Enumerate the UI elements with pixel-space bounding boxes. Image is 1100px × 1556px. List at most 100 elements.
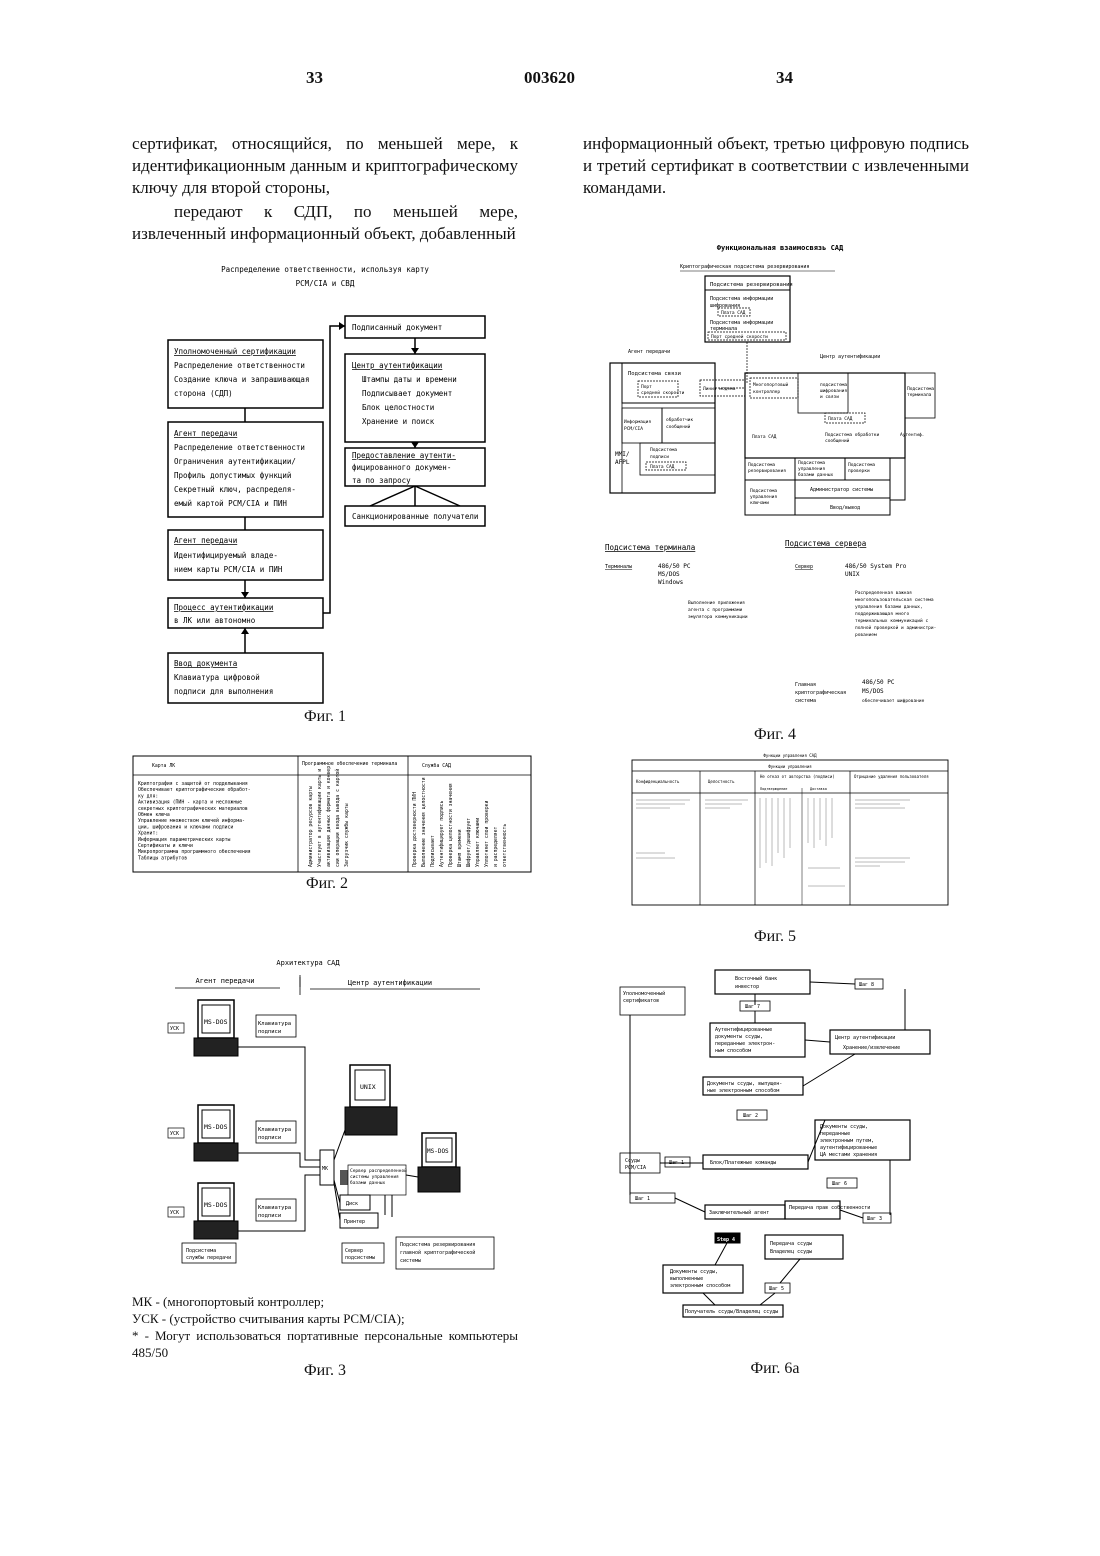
figure-4: Функциональная взаимосвязь САД Криптогра… <box>600 238 950 748</box>
svg-text:Плата САД: Плата САД <box>828 416 853 422</box>
svg-text:Штампы даты и времени: Штампы даты и времени <box>362 375 457 384</box>
svg-text:MS/DOS: MS/DOS <box>862 688 884 695</box>
svg-text:ные электронным способом: ные электронным способом <box>707 1087 779 1094</box>
fig2-col1-row: Обеспечивает криптографические обработ- <box>138 786 251 793</box>
svg-text:Заключительный агент: Заключительный агент <box>709 1210 769 1216</box>
fig3-notes: МК - (многопортовый контроллер; УСК - (у… <box>132 1293 518 1361</box>
svg-text:Распределение ответственности: Распределение ответственности <box>174 443 305 452</box>
figure-6a: Восточный банк инвестор Шаг 8 Шаг 7 Упол… <box>615 965 960 1385</box>
svg-text:Информация: Информация <box>624 419 651 425</box>
svg-text:Клавиатура цифровой: Клавиатура цифровой <box>174 673 260 682</box>
svg-text:ключами: ключами <box>750 501 769 506</box>
svg-text:Сервер: Сервер <box>345 1248 363 1254</box>
fig2-col2-row: Участвует в аутентификации карты и <box>317 769 323 867</box>
svg-text:емый картой PCM/CIA и ПИН: емый картой PCM/CIA и ПИН <box>174 499 287 508</box>
svg-text:Сервер распределенной: Сервер распределенной <box>350 1168 407 1174</box>
svg-text:Распределение ответственности: Распределение ответственности <box>174 361 305 370</box>
svg-text:486/50 PC: 486/50 PC <box>862 679 895 686</box>
svg-text:система: система <box>795 698 816 704</box>
svg-text:сторона (СДП): сторона (СДП) <box>174 389 233 398</box>
svg-text:УСК: УСК <box>170 1026 179 1032</box>
svg-text:поддерживающая много: поддерживающая много <box>855 612 909 617</box>
svg-text:Подсистема обработки: Подсистема обработки <box>825 431 879 438</box>
svg-text:Многопортовый: Многопортовый <box>753 382 789 388</box>
svg-text:электронным путем,: электронным путем, <box>820 1138 874 1144</box>
svg-text:MMI/: MMI/ <box>615 451 630 458</box>
svg-text:Получатель ссуды/Владелец ссуд: Получатель ссуды/Владелец ссуды <box>685 1309 778 1315</box>
svg-text:Аутентифицированные: Аутентифицированные <box>715 1027 772 1033</box>
figure-2: Карта ЛК Программное обеспечение термина… <box>132 755 532 925</box>
fig3-mk: МК <box>322 1166 328 1172</box>
svg-text:Центр аутентификации: Центр аутентификации <box>835 1035 895 1041</box>
fig2-col1-row: Таблицы атрибутов <box>138 854 187 861</box>
fig5-title: Функции управления САД <box>764 753 818 758</box>
svg-text:аутентифицированные: аутентифицированные <box>820 1145 877 1151</box>
svg-text:Центр аутентификации: Центр аутентификации <box>820 354 880 360</box>
svg-text:Шаг 1: Шаг 1 <box>635 1196 650 1202</box>
svg-text:подписи: подписи <box>258 1135 281 1141</box>
fig1-provide-title: Предоставление аутенти- <box>352 451 456 460</box>
fig1-agent1-title: Агент передачи <box>174 429 237 438</box>
svg-text:та по запросу: та по запросу <box>352 476 411 485</box>
svg-text:терминальных коммуникаций с: терминальных коммуникаций с <box>855 618 928 624</box>
figure-5: Функции управления САД Функции управлени… <box>630 748 950 948</box>
svg-text:Линия модема: Линия модема <box>703 386 736 392</box>
svg-text:Передача ссуды: Передача ссуды <box>770 1241 812 1247</box>
fig6a-step4: Step 4 <box>717 1237 735 1243</box>
svg-text:Подсистема: Подсистема <box>907 386 934 392</box>
svg-text:Ограничения аутентификации/: Ограничения аутентификации/ <box>174 457 296 466</box>
fig2-col2-header: Программное обеспечение терминала <box>302 760 397 767</box>
fig2-col3-row: Аутентифицирует подпись <box>439 800 445 867</box>
svg-text:базами данных: базами данных <box>350 1179 386 1186</box>
svg-text:Распределенная важная: Распределенная важная <box>855 590 912 596</box>
svg-text:Передача прав собственности: Передача прав собственности <box>789 1204 870 1211</box>
fig1-agent2-title: Агент передачи <box>174 536 237 545</box>
svg-text:УСК: УСК <box>170 1131 179 1137</box>
svg-text:Сервер: Сервер <box>795 564 813 570</box>
svg-text:Подсистема резервирования: Подсистема резервирования <box>710 282 793 288</box>
svg-text:Создание ключа и запрашивающая: Создание ключа и запрашивающая <box>174 375 309 384</box>
right-column-text: информационный объект, третью цифровую п… <box>583 133 969 199</box>
svg-text:Подсистема резервирования: Подсистема резервирования <box>400 1242 475 1248</box>
fig5-caption: Фиг. 5 <box>630 928 920 946</box>
svg-text:Порт: Порт <box>641 384 652 390</box>
fig2-col1-row: Информация параметрических карты <box>138 837 231 843</box>
fig1-recipients: Санкционированные получатели <box>352 512 478 521</box>
svg-text:электронным способом: электронным способом <box>670 1282 730 1289</box>
fig1-signed: Подписанный документ <box>352 323 442 332</box>
svg-text:средней скорости: средней скорости <box>641 390 685 396</box>
svg-text:Подсистема: Подсистема <box>186 1248 216 1254</box>
fig3-caption: Фиг. 3 <box>132 1362 518 1380</box>
svg-text:рованием: рованием <box>855 633 877 638</box>
svg-text:Windows: Windows <box>658 579 684 586</box>
fig2-col1-header: Карта ЛК <box>152 763 175 769</box>
svg-text:документы ссуды,: документы ссуды, <box>715 1034 763 1040</box>
svg-text:Доставка: Доставка <box>810 787 827 791</box>
svg-text:Клавиатура: Клавиатура <box>258 1205 291 1211</box>
svg-text:Шаг 2: Шаг 2 <box>743 1113 758 1119</box>
svg-text:PCM/CIA: PCM/CIA <box>624 426 643 432</box>
svg-text:Владелец ссуды: Владелец ссуды <box>770 1249 812 1255</box>
svg-text:Восточный банк: Восточный банк <box>735 975 777 982</box>
svg-text:Плата САД: Плата САД <box>721 310 746 316</box>
fig2-col3-row: Штамп времени <box>457 829 463 867</box>
svg-text:резервирования: резервирования <box>748 469 786 474</box>
svg-text:полной проверкой и администри-: полной проверкой и администри- <box>855 625 936 631</box>
fig2-col1-row: Хранит: <box>138 831 158 837</box>
svg-text:Подсистема: Подсистема <box>650 447 677 453</box>
figure-1: Распределение ответственности, используя… <box>150 258 500 728</box>
fig2-col3-row: Подписывает <box>430 835 436 867</box>
fig1-title-line1: Распределение ответственности, используя… <box>221 265 429 274</box>
svg-text:переданные: переданные <box>820 1131 850 1137</box>
svg-text:главной криптографической: главной криптографической <box>400 1250 475 1256</box>
svg-text:терминала: терминала <box>710 326 737 332</box>
svg-text:AFPL: AFPL <box>615 459 630 466</box>
fig2-col1-row: Сертификаты и ключи <box>138 843 193 849</box>
svg-text:Главная: Главная <box>795 682 816 688</box>
svg-text:Документы ссуды,: Документы ссуды, <box>820 1124 868 1130</box>
fig3-unix-server: UNIX <box>345 1065 397 1135</box>
fig2-col3-row: Выполнение значения целостности <box>421 777 427 867</box>
svg-text:Документы ссуды,: Документы ссуды, <box>670 1269 718 1275</box>
svg-text:Идентифицируемый владе-: Идентифицируемый владе- <box>174 551 278 560</box>
left-paragraph-2: передают к СДП, по меньшей мере, извлече… <box>132 201 518 245</box>
